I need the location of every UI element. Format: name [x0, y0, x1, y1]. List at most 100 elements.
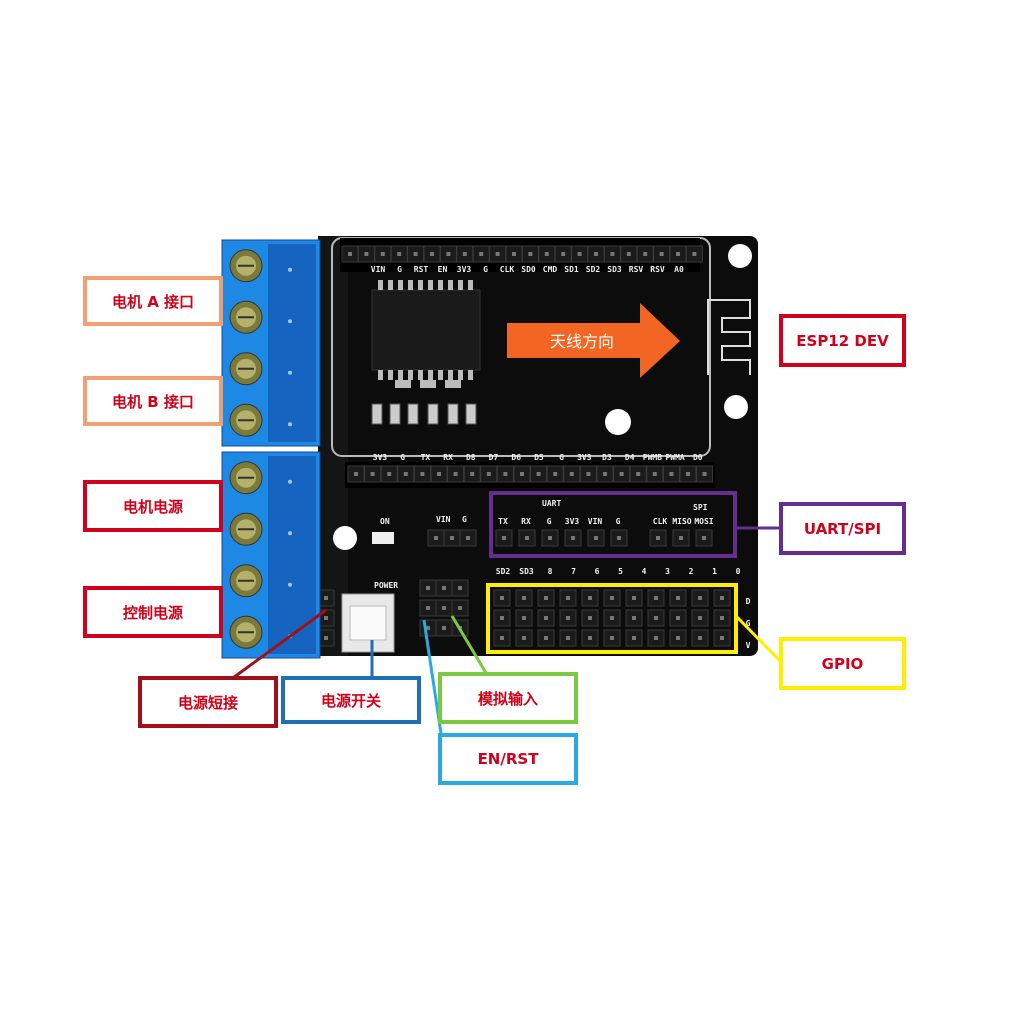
pin-label: 6	[595, 567, 600, 576]
callout-power-switch: 电源开关	[281, 676, 421, 724]
pin-label: D6	[511, 453, 521, 462]
callout-en-rst-text: EN/RST	[477, 750, 539, 768]
pin-label: G	[397, 265, 402, 274]
gpio-highlight	[486, 583, 738, 654]
pin-label: A0	[674, 265, 684, 274]
on-label: ON	[380, 517, 390, 526]
callout-motor-b: 电机 B 接口	[83, 376, 223, 426]
pin-label: 1	[712, 567, 717, 576]
callout-power-short: 电源短接	[138, 676, 278, 728]
pin-label: MISO	[672, 517, 691, 526]
smd-components	[371, 380, 477, 425]
pin-label: 0	[736, 567, 741, 576]
pin-label: 3V3	[577, 453, 592, 462]
uart-spi-header	[495, 529, 713, 547]
callout-control-power: 控制电源	[83, 586, 223, 638]
pin-label: G	[483, 265, 488, 274]
callout-motor-a-text: 电机 A 接口	[111, 292, 195, 311]
callout-gpio-text: GPIO	[821, 654, 864, 673]
pin-label: 3V3	[457, 265, 472, 274]
callout-gpio: GPIO	[779, 637, 906, 690]
pin-label: 8	[548, 567, 553, 576]
pin-label: G	[400, 453, 405, 462]
callout-en-rst: EN/RST	[438, 733, 578, 785]
uart-label: UART	[542, 499, 561, 508]
callout-control-power-text: 控制电源	[122, 603, 183, 622]
callout-analog-input-text: 模拟输入	[477, 689, 538, 708]
middle-header	[345, 462, 715, 488]
pin-label: D0	[693, 453, 703, 462]
spi-label: SPI	[693, 503, 708, 512]
mounting-hole	[724, 395, 748, 419]
gpio-header-block	[493, 589, 731, 647]
pin-label: 3V3	[373, 453, 388, 462]
pin-label: PWMB	[643, 453, 662, 462]
pin-label: V	[746, 641, 751, 650]
pin-label: D4	[625, 453, 635, 462]
screw-terminals	[221, 239, 321, 659]
callout-motor-a: 电机 A 接口	[83, 276, 223, 326]
pin-label: D3	[602, 453, 612, 462]
pin-label: 7	[571, 567, 576, 576]
pin-label: 2	[689, 567, 694, 576]
pin-label: 5	[618, 567, 623, 576]
vin-g-jumper	[427, 529, 477, 547]
pin-label: TX	[421, 453, 431, 462]
antenna-direction-arrow: 天线方向	[507, 303, 680, 378]
mounting-hole	[333, 526, 357, 550]
callout-motor-b-text: 电机 B 接口	[112, 392, 194, 411]
antenna-trace-icon	[707, 299, 751, 375]
top-header	[340, 238, 703, 272]
pin-label: CMD	[543, 265, 558, 274]
pin-label: RX	[443, 453, 453, 462]
power-short-header	[317, 589, 335, 647]
pin-label: VIN	[588, 517, 603, 526]
power-label: POWER	[374, 581, 398, 590]
pin-label: SD1	[564, 265, 579, 274]
pin-label: D8	[466, 453, 476, 462]
callout-motor-power-text: 电机电源	[122, 497, 183, 516]
mounting-hole	[728, 244, 752, 268]
callout-analog-input: 模拟输入	[438, 672, 578, 724]
pin-label: G	[616, 517, 621, 526]
pin-label: EN	[438, 265, 448, 274]
pin-label: VIN	[371, 265, 386, 274]
callout-esp12-text: ESP12 DEV	[796, 331, 889, 350]
pin-label: SD2	[586, 265, 601, 274]
pin-label: RSV	[629, 265, 644, 274]
pin-label: SD3	[519, 567, 534, 576]
callout-power-switch-text: 电源开关	[320, 691, 381, 710]
pin-label: G	[559, 453, 564, 462]
pin-label: MOSI	[694, 517, 713, 526]
callout-esp12: ESP12 DEV	[779, 314, 906, 367]
pin-label: CLK	[500, 265, 515, 274]
g-label: G	[462, 515, 467, 524]
driver-chip	[371, 280, 481, 380]
pin-label: RX	[521, 517, 531, 526]
power-led	[372, 532, 394, 544]
callout-power-short-text: 电源短接	[177, 693, 238, 712]
arrow-text: 天线方向	[550, 332, 614, 351]
pin-label: 3	[665, 567, 670, 576]
pin-label: D7	[489, 453, 499, 462]
pin-label: D5	[534, 453, 544, 462]
pin-label: PWMA	[665, 453, 684, 462]
analog-en-header	[419, 579, 469, 637]
pin-label: 3V3	[565, 517, 580, 526]
mounting-hole	[605, 409, 631, 435]
pin-label: CLK	[653, 517, 668, 526]
pin-label: D	[746, 597, 751, 606]
pin-label: G	[547, 517, 552, 526]
pin-label: SD3	[607, 265, 622, 274]
callout-motor-power: 电机电源	[83, 480, 223, 532]
pin-label: RSV	[650, 265, 665, 274]
pin-label: TX	[498, 517, 508, 526]
callout-uart-spi-text: UART/SPI	[803, 519, 882, 538]
vin-label: VIN	[436, 515, 451, 524]
pin-label: G	[746, 619, 751, 628]
pin-label: SD0	[521, 265, 536, 274]
callout-uart-spi: UART/SPI	[779, 502, 906, 555]
uart-spi-highlight	[489, 491, 737, 558]
